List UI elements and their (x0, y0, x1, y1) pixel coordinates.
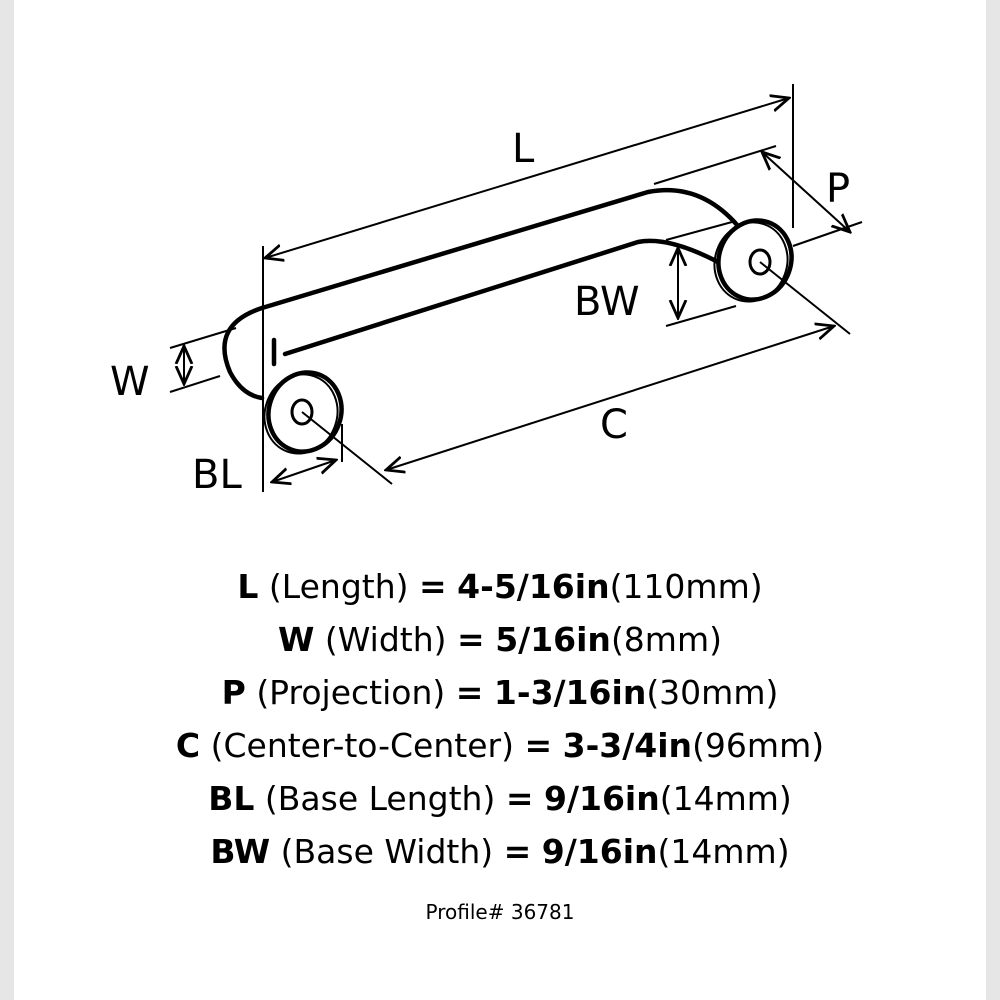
spec-millimeters: (30mm) (646, 673, 779, 712)
spec-equals: = (505, 779, 534, 818)
spec-equals: = (503, 832, 532, 871)
spec-inches: 9/16in (543, 779, 660, 818)
spec-millimeters: (14mm) (657, 832, 790, 871)
spec-description: (Projection) (256, 673, 446, 712)
spec-equals: = (455, 673, 484, 712)
spec-millimeters: (14mm) (659, 779, 792, 818)
spec-description: (Length) (268, 567, 409, 606)
width-label: W (110, 359, 150, 405)
spec-inches: 9/16in (541, 832, 658, 871)
spec-row-base-width: BW (Base Width) = 9/16in(14mm) (0, 825, 1000, 878)
base-length-dimension (272, 424, 343, 482)
spec-row-width: W (Width) = 5/16in(8mm) (0, 613, 1000, 666)
width-dimension (169, 327, 237, 393)
base-length-label: BL (192, 452, 242, 498)
spec-row-length: L (Length) = 4-5/16in(110mm) (0, 560, 1000, 613)
spec-millimeters: (8mm) (610, 620, 722, 659)
spec-description: (Base Length) (264, 779, 496, 818)
spec-code: W (278, 620, 315, 659)
spec-row-base-length: BL (Base Length) = 9/16in(14mm) (0, 772, 1000, 825)
center-to-center-dimension (301, 261, 851, 485)
left-base (263, 370, 344, 455)
spec-code: BL (208, 779, 255, 818)
spec-equals: = (457, 620, 485, 659)
handle-diagram: L P BW W C (110, 84, 863, 498)
spec-inches: 5/16in (495, 620, 611, 659)
profile-value: 36781 (510, 900, 575, 924)
profile-label: Profile# (425, 900, 505, 924)
spec-code: L (237, 567, 259, 606)
spec-code: BW (210, 832, 271, 871)
spec-row-center-to-center: C (Center-to-Center) = 3-3/4in(96mm) (0, 719, 1000, 772)
center-to-center-label: C (600, 402, 628, 448)
spec-millimeters: (110mm) (609, 567, 763, 606)
profile-number: Profile# 36781 (0, 897, 1000, 927)
spec-millimeters: (96mm) (692, 726, 825, 765)
spec-code: P (221, 673, 246, 712)
spec-row-projection: P (Projection) = 1-3/16in(30mm) (0, 666, 1000, 719)
spec-description: (Width) (324, 620, 447, 659)
base-width-label: BW (574, 279, 640, 325)
spec-code: C (175, 726, 201, 765)
handle-bar (222, 187, 741, 401)
projection-label: P (826, 166, 850, 212)
spec-inches: 4-5/16in (457, 567, 610, 606)
spec-inches: 1-3/16in (493, 673, 647, 712)
spec-description: (Base Width) (280, 832, 494, 871)
length-label: L (512, 126, 535, 172)
spec-equals: = (524, 726, 553, 765)
spec-inches: 3-3/4in (562, 726, 693, 765)
projection-dimension (653, 145, 863, 247)
dimension-spec-list: L (Length) = 4-5/16in(110mm) W (Width) =… (0, 560, 1000, 878)
spec-description: (Center-to-Center) (210, 726, 514, 765)
spec-equals: = (419, 567, 447, 606)
